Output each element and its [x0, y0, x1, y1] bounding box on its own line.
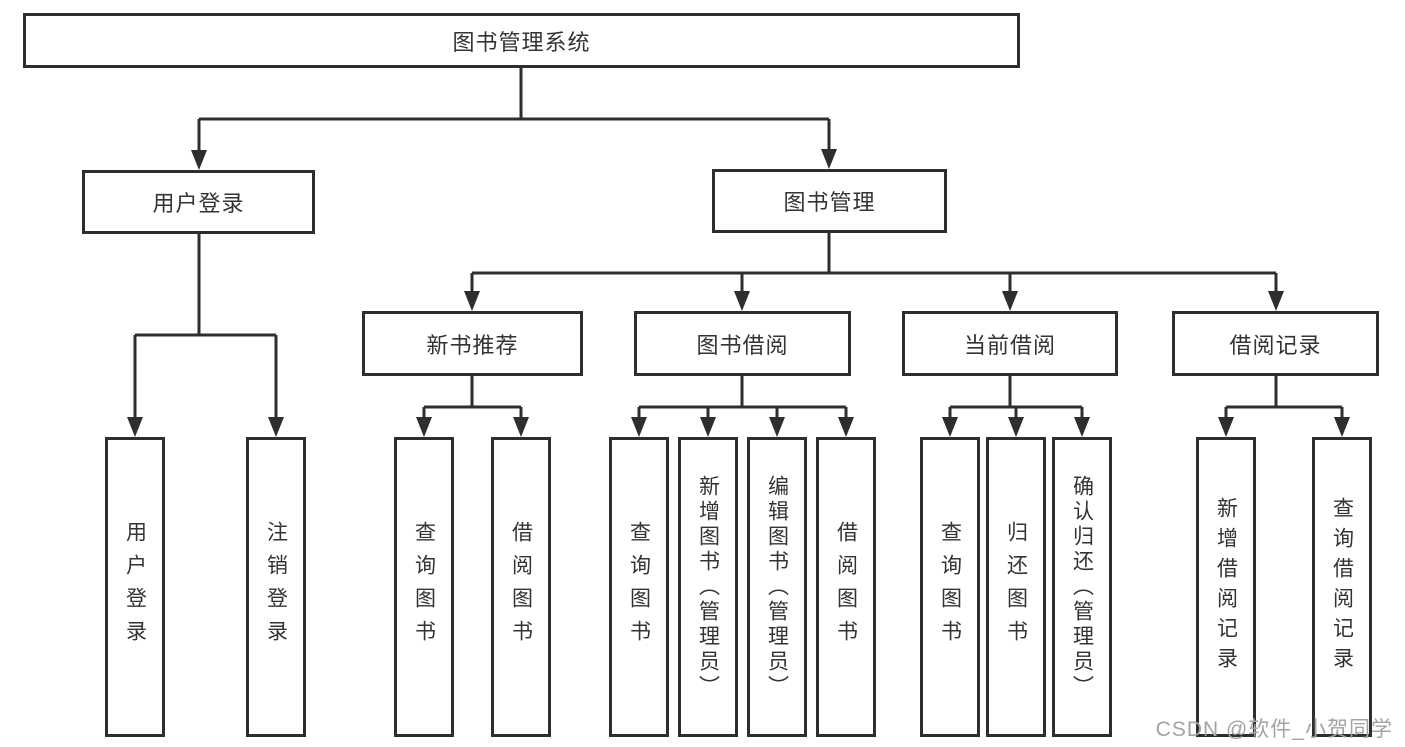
leaf-user-login-label: 用户登录: [123, 521, 147, 653]
leaf-recommend-borrow-books-label: 借阅图书: [509, 521, 533, 653]
leaf-borrow-books: 借阅图书: [816, 437, 876, 737]
node-current-borrow: 当前借阅: [902, 311, 1118, 376]
leaf-add-borrow-record-label: 新增借阅记录: [1214, 497, 1238, 677]
leaf-query-borrow-record-label: 查询借阅记录: [1330, 497, 1354, 677]
node-root-system: 图书管理系统: [23, 13, 1020, 68]
leaf-recommend-query-books-label: 查询图书: [412, 521, 436, 653]
leaf-logout: 注销登录: [246, 437, 306, 737]
leaf-confirm-return-admin: 确认归还（管理员）: [1052, 437, 1112, 737]
leaf-current-query-books: 查询图书: [920, 437, 980, 737]
node-user-login: 用户登录: [82, 170, 315, 234]
leaf-borrow-query-books: 查询图书: [609, 437, 669, 737]
node-book-management: 图书管理: [712, 169, 947, 233]
leaf-return-book-label: 归还图书: [1004, 521, 1028, 653]
leaf-add-book-admin-label: 新增图书（管理员）: [696, 474, 720, 700]
leaf-return-book: 归还图书: [986, 437, 1046, 737]
leaf-add-book-admin: 新增图书（管理员）: [678, 437, 738, 737]
leaf-recommend-query-books: 查询图书: [394, 437, 454, 737]
node-book-management-label: 图书管理: [783, 190, 876, 215]
node-user-login-label: 用户登录: [152, 191, 245, 216]
node-current-borrow-label: 当前借阅: [963, 332, 1056, 358]
leaf-confirm-return-admin-label: 确认归还（管理员）: [1070, 474, 1094, 700]
csdn-watermark: CSDN @软件_小贺同学: [1155, 718, 1393, 741]
leaf-add-borrow-record: 新增借阅记录: [1196, 437, 1256, 737]
leaf-edit-book-admin-label: 编辑图书（管理员）: [765, 474, 789, 700]
node-borrow-records-label: 借阅记录: [1229, 332, 1322, 358]
leaf-user-login: 用户登录: [105, 437, 165, 737]
leaf-borrow-books-label: 借阅图书: [834, 521, 858, 653]
node-book-borrow-label: 图书借阅: [696, 332, 789, 358]
node-new-book-recommend: 新书推荐: [362, 311, 583, 376]
leaf-current-query-books-label: 查询图书: [938, 521, 962, 653]
leaf-borrow-query-books-label: 查询图书: [627, 521, 651, 653]
node-new-book-recommend-label: 新书推荐: [426, 332, 519, 358]
leaf-query-borrow-record: 查询借阅记录: [1312, 437, 1372, 737]
leaf-edit-book-admin: 编辑图书（管理员）: [747, 437, 807, 737]
leaf-logout-label: 注销登录: [264, 521, 288, 653]
node-book-borrow: 图书借阅: [634, 311, 851, 376]
node-root-label: 图书管理系统: [452, 29, 591, 55]
leaf-recommend-borrow-books: 借阅图书: [491, 437, 551, 737]
node-borrow-records: 借阅记录: [1172, 311, 1379, 376]
